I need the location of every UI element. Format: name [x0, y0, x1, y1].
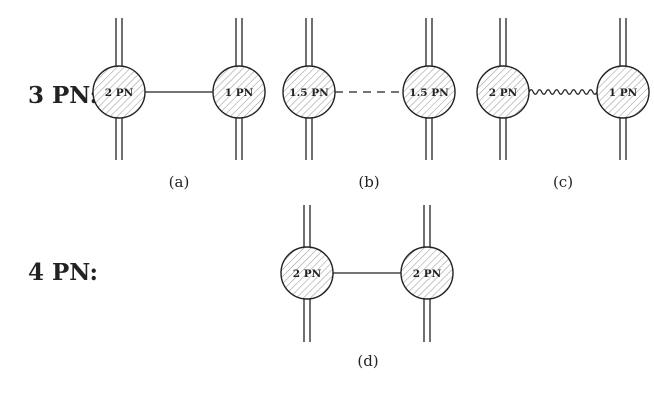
propagator-wavy: [528, 89, 598, 95]
row-label-3pn: 3 PN:: [28, 82, 98, 109]
row-label-4pn: 4 PN:: [28, 259, 98, 286]
diagram-c: 2 PN 1 PN (c): [476, 18, 650, 191]
blob-left-label: 2 PN: [293, 268, 322, 280]
blob-right-label: 1 PN: [225, 87, 254, 99]
blob-right-label: 2 PN: [413, 268, 442, 280]
blob-left-label: 2 PN: [105, 87, 134, 99]
diagram-b: 1.5 PN 1.5 PN (b): [282, 18, 456, 191]
blob-right: [596, 65, 650, 119]
diagram-a: 2 PN 1 PN (a): [92, 18, 266, 191]
caption-b: (b): [358, 173, 379, 191]
blob-right-label: 1.5 PN: [409, 87, 449, 99]
blob-left: [282, 65, 336, 119]
blob-right: [400, 246, 454, 300]
caption-c: (c): [553, 173, 573, 191]
blob-left-label: 2 PN: [489, 87, 518, 99]
blob-left: [92, 65, 146, 119]
blob-right-label: 1 PN: [609, 87, 638, 99]
blob-left: [476, 65, 530, 119]
blob-left: [280, 246, 334, 300]
blob-right: [212, 65, 266, 119]
diagram-d: 2 PN 2 PN (d): [280, 205, 454, 370]
blob-right: [402, 65, 456, 119]
caption-d: (d): [357, 352, 378, 370]
caption-a: (a): [169, 173, 190, 191]
blob-left-label: 1.5 PN: [289, 87, 329, 99]
